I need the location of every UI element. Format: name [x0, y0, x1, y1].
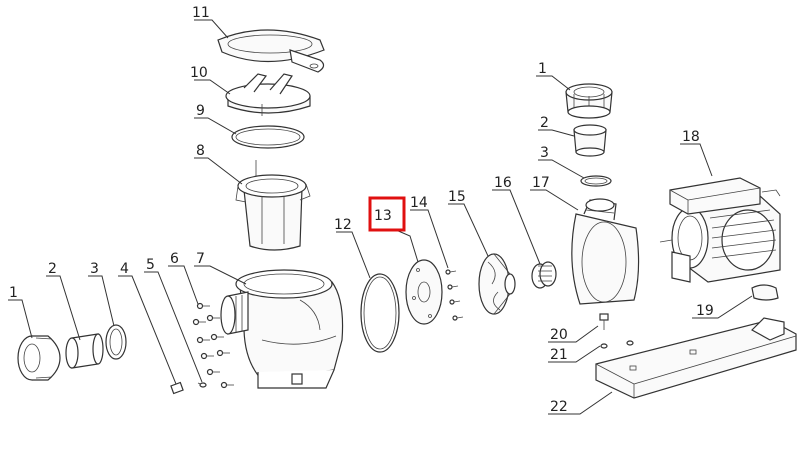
callout-4: 4 — [120, 261, 129, 277]
callout-1-left: 1 — [9, 285, 18, 301]
callout-13: 13 — [374, 208, 392, 224]
o-ring-right — [580, 175, 612, 187]
callout-3-right: 3 — [540, 145, 549, 161]
lid-locking-ring — [217, 29, 325, 73]
drain-plug — [170, 381, 184, 395]
callout-13-highlight — [368, 196, 406, 232]
pump-motor — [659, 177, 781, 283]
callout-16: 16 — [494, 175, 512, 191]
leader-lines — [8, 19, 753, 415]
callout-6: 6 — [170, 251, 179, 267]
callout-11: 11 — [192, 5, 210, 21]
tail-pipe-left — [65, 333, 104, 369]
impeller — [478, 253, 516, 315]
strainer-basket — [235, 160, 311, 251]
pump-housing — [220, 269, 344, 389]
callout-3-left: 3 — [90, 261, 99, 277]
seal-plate-o-ring — [360, 273, 400, 353]
pump-volute — [571, 198, 640, 305]
pump-base — [595, 317, 797, 399]
callout-9: 9 — [196, 103, 205, 119]
tail-pipe-right — [573, 124, 607, 157]
callout-22: 22 — [550, 399, 568, 415]
base-screw — [599, 313, 609, 330]
housing-screws — [192, 302, 234, 389]
o-ring-left — [105, 324, 127, 360]
callout-12: 12 — [334, 217, 352, 233]
callout-17: 17 — [532, 175, 550, 191]
mechanical-seal — [531, 261, 557, 289]
callout-2-left: 2 — [48, 261, 57, 277]
lid-o-ring — [231, 125, 305, 149]
callout-labels: 1 2 3 4 5 6 7 8 9 10 11 12 13 14 15 16 1… — [9, 5, 714, 415]
callout-7: 7 — [196, 251, 205, 267]
callout-5: 5 — [146, 257, 155, 273]
callout-19: 19 — [696, 303, 714, 319]
callout-18: 18 — [682, 129, 700, 145]
seal-plate — [405, 259, 443, 325]
callout-8: 8 — [196, 143, 205, 159]
seal-plate-screws — [445, 269, 464, 321]
callout-14: 14 — [410, 195, 428, 211]
base-washer — [600, 340, 634, 349]
union-nut-left — [17, 335, 61, 381]
motor-foot — [751, 284, 779, 301]
callout-15: 15 — [448, 189, 466, 205]
drain-plug-washer — [197, 382, 207, 388]
callout-10: 10 — [190, 65, 208, 81]
union-nut-right — [565, 83, 613, 119]
callout-2-right: 2 — [540, 115, 549, 131]
strainer-lid — [225, 73, 311, 116]
callout-21: 21 — [550, 347, 568, 363]
callout-20: 20 — [550, 327, 568, 343]
callout-1-right: 1 — [538, 61, 547, 77]
